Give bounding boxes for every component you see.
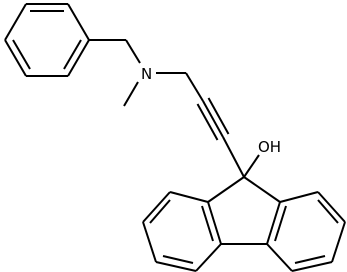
- double-bond-inner: [12, 39, 31, 70]
- bond: [123, 81, 139, 107]
- bond: [169, 191, 209, 203]
- bond: [185, 72, 204, 102]
- bond: [155, 261, 197, 272]
- bond: [222, 136, 245, 178]
- double-bond-inner: [149, 199, 171, 224]
- bond: [202, 100, 224, 138]
- bond: [142, 221, 157, 263]
- bond: [125, 39, 141, 64]
- double-bond-inner: [162, 255, 194, 264]
- double-bond-inner: [201, 205, 214, 242]
- bond: [331, 221, 346, 263]
- bond: [207, 176, 245, 203]
- bond: [266, 201, 281, 245]
- bond: [279, 191, 319, 203]
- fluorene-left-ring: [142, 191, 222, 272]
- alkyne-triple-bond: [196, 97, 245, 178]
- bond: [207, 201, 222, 245]
- bond: [67, 39, 90, 77]
- double-bond-inner: [63, 39, 82, 70]
- bond: [243, 154, 260, 178]
- bond: [317, 191, 346, 223]
- bond: [291, 261, 333, 272]
- bond: [4, 3, 27, 41]
- nitrogen-atom-label: N: [141, 65, 152, 83]
- bond: [4, 39, 27, 77]
- double-bond-inner: [294, 255, 326, 264]
- bond: [195, 243, 222, 272]
- bond: [196, 103, 219, 141]
- benzyl-phenyl-ring: [4, 3, 90, 77]
- bond: [243, 176, 281, 203]
- fluorene-five-membered-ring: [207, 176, 281, 245]
- hydroxyl-group-label: OH: [258, 138, 281, 156]
- bond: [266, 243, 293, 272]
- amine-chain: [89, 39, 204, 107]
- fluorene-right-ring: [266, 191, 346, 272]
- double-bond-inner: [317, 199, 339, 224]
- bond: [142, 191, 171, 223]
- double-bond-inner: [274, 205, 287, 242]
- bond: [67, 3, 90, 41]
- bond: [207, 97, 230, 135]
